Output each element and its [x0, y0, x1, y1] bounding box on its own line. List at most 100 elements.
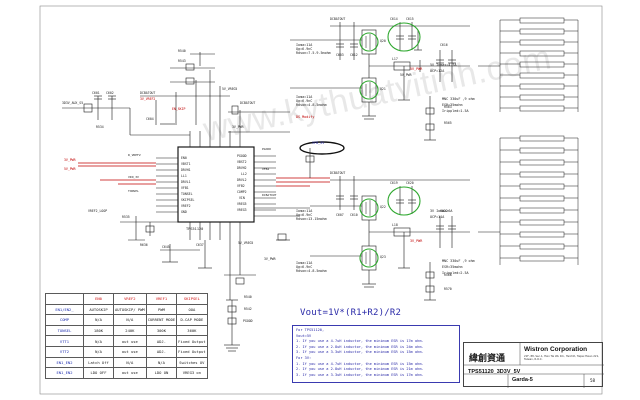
title-block: 緯創資通 Wistron Corporation 21F, 88, Sec.1,…: [463, 342, 604, 388]
svg-text:Qg=6.9nC: Qg=6.9nC: [296, 265, 312, 269]
config-table: EN0 VREF2 VREF1 SKIPSEL EN1/EN2_ AUTOSKI…: [45, 293, 208, 379]
svg-text:OCP=11A: OCP=11A: [430, 215, 444, 219]
svg-text:LL1: LL1: [181, 174, 187, 178]
config-table-cell: LDO ON: [145, 367, 178, 379]
svg-text:L18: L18: [392, 223, 398, 227]
svg-text:C616: C616: [440, 43, 448, 47]
svg-text:EN_SKIP: EN_SKIP: [172, 107, 186, 111]
notes-line: 1. If you use a 4.7uH inductor, the mini…: [296, 361, 424, 366]
svg-text:VIN: VIN: [239, 196, 245, 200]
config-table-cell: N/A: [83, 314, 114, 326]
red-nets-right: [276, 177, 330, 187]
svg-text:R540: R540: [244, 295, 252, 299]
right-bank-top: [478, 17, 579, 112]
svg-text:5V_VREG5: 5V_VREG5: [222, 87, 237, 91]
svg-text:Qg=6.9nC: Qg=6.9nC: [296, 99, 312, 103]
svg-text:Q23: Q23: [380, 255, 386, 259]
config-table-cell: out use: [113, 345, 147, 358]
notes-line: 3. If you use a 3.3uH inductor, the mini…: [296, 350, 424, 355]
config-table-cell: out use: [113, 335, 147, 347]
config-table-cell: AUTOSKIP/ PWM: [113, 303, 147, 316]
svg-text:C607: C607: [336, 213, 344, 217]
config-table-row-label: EN1/EN2_: [45, 303, 84, 316]
svg-text:VBST2: VBST2: [237, 160, 247, 164]
svg-text:R542: R542: [244, 307, 252, 311]
config-table-cell: N/A: [145, 356, 178, 369]
config-table-row: EN1_EN2 Latch Off N/A N/A Switches OV: [45, 356, 208, 369]
svg-text:PGOOD: PGOOD: [262, 147, 271, 151]
svg-text:C615: C615: [406, 17, 414, 21]
svg-text:C614: C614: [390, 17, 398, 21]
svg-text:Rdson=7.5-9.5mohm: Rdson=7.5-9.5mohm: [296, 51, 331, 55]
svg-text:VREG3: VREG3: [237, 208, 247, 212]
config-table-cell: D-CAP MODE: [176, 314, 208, 326]
config-table-row-label: EN1_EN2: [45, 356, 84, 369]
svg-text:C602: C602: [106, 91, 114, 95]
config-table-cell: Fixed Output: [176, 345, 208, 358]
svg-text:EN0: EN0: [181, 156, 187, 160]
svg-text:3V_PWR: 3V_PWR: [232, 125, 244, 129]
svg-text:Ioma=11A: Ioma=11A: [296, 209, 312, 213]
config-table-cell: Fixed Output: [176, 335, 208, 347]
svg-text:Q20: Q20: [380, 39, 386, 43]
svg-text:DRVH1: DRVH1: [181, 168, 191, 172]
config-table-cell: ADJ.: [145, 345, 178, 358]
ic-body: [177, 146, 255, 223]
svg-text:C610: C610: [350, 213, 358, 217]
config-table-row: COMP N/A N/A CURRENT MODE D-CAP MODE: [45, 314, 208, 326]
config-table-cell: LDO OFF: [83, 367, 114, 379]
notes-line: 1. If you use a 4.7uH inductor, the mini…: [296, 339, 424, 344]
config-table-cell: Latch Off: [83, 356, 114, 369]
svg-text:Qg=6.9nC: Qg=6.9nC: [296, 213, 312, 217]
config-table-cell: out use: [113, 367, 147, 379]
vout-formula: Vout=1V*(R1+R2)/R2: [300, 308, 402, 318]
svg-text:3V_PWR: 3V_PWR: [410, 239, 423, 243]
config-table-cell: CURRENT MODE: [145, 314, 178, 326]
green-highlights: [359, 22, 421, 268]
config-table-cell: N/A: [83, 345, 114, 358]
svg-text:C645: C645: [162, 245, 170, 249]
svg-text:R563: R563: [444, 105, 452, 109]
svg-text:ESR=35mohm: ESR=35mohm: [442, 265, 462, 269]
svg-text:PGOOD: PGOOD: [243, 319, 253, 323]
svg-text:Rdson=13-15mohm: Rdson=13-15mohm: [296, 217, 327, 221]
config-table-cell: ADJ.: [145, 335, 178, 347]
svg-text:L17: L17: [392, 57, 398, 61]
config-table-row-label: VTT2: [45, 345, 84, 358]
svg-text:R568: R568: [444, 273, 452, 277]
config-table-cell: VREG3 on: [176, 367, 208, 379]
config-table-cell: N/A: [83, 335, 114, 347]
sheet-number: 58: [590, 378, 596, 383]
config-table-cell: N/A: [113, 356, 147, 369]
svg-text:LL2: LL2: [241, 172, 247, 176]
config-table-cell: 360K: [176, 324, 208, 337]
inductor-notes-box: For TPS51120, Vout=5V 1. If you use a 4.…: [292, 325, 460, 383]
svg-text:C612: C612: [350, 53, 358, 57]
notes-line: 3. If you use a 3.3uH inductor, the mini…: [296, 372, 424, 377]
svg-text:C601: C601: [92, 91, 100, 95]
sheet-border: [39, 5, 603, 395]
config-table-header-row: EN0 VREF2 VREF1 SKIPSEL: [45, 293, 208, 305]
config-table-cell: Switches OV: [176, 356, 208, 369]
config-table-cell: 240K: [113, 324, 147, 337]
config-table-cell: 300K: [145, 324, 178, 337]
svg-text:R540: R540: [178, 49, 186, 53]
svg-text:DCBATOUT: DCBATOUT: [330, 17, 345, 21]
svg-text:Irippled=2.5A: Irippled=2.5A: [442, 271, 469, 275]
svg-text:Rdson=4.8-5mohm: Rdson=4.8-5mohm: [296, 269, 327, 273]
svg-text:SKIPSEL: SKIPSEL: [181, 198, 195, 202]
svg-text:5V_VREG5: 5V_VREG5: [238, 241, 253, 245]
svg-text:3V_PWR: 3V_PWR: [64, 158, 76, 162]
config-table-row-label: COMP: [45, 314, 84, 326]
schematic-title: TPS51120_3D3V_5V: [468, 369, 521, 375]
svg-text:GND: GND: [181, 210, 187, 214]
config-table-header: [45, 293, 84, 305]
svg-text:COMP2: COMP2: [237, 190, 247, 194]
config-table-header: VREF1: [145, 293, 178, 305]
svg-text:3V Iomax=6A: 3V Iomax=6A: [430, 209, 452, 213]
svg-text:5V_PWR: 5V_PWR: [64, 167, 76, 171]
svg-text:DCBATOUT: DCBATOUT: [240, 101, 255, 105]
svg-text:C620: C620: [406, 181, 414, 185]
input-filter: [62, 52, 290, 136]
